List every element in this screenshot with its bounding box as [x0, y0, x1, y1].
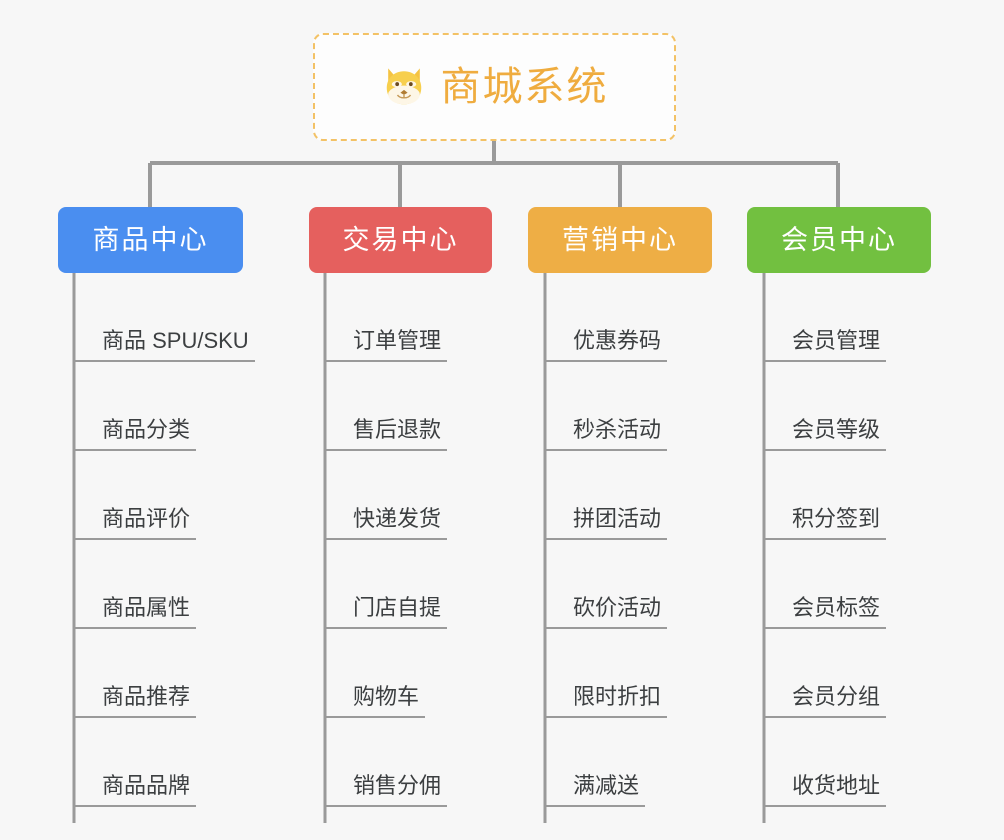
leaf-label: 会员标签 — [764, 597, 887, 629]
list-item[interactable]: 限时折扣 — [545, 629, 700, 718]
list-item[interactable]: 商品分类 — [74, 362, 279, 451]
category-box-product-center[interactable]: 商品中心 — [58, 207, 243, 273]
leaf-label: 优惠券码 — [545, 330, 668, 362]
leaf-column-member-center: 会员管理 会员等级 积分签到 会员标签 会员分组 收货地址 — [764, 273, 919, 807]
leaf-label: 砍价活动 — [545, 597, 668, 629]
leaf-label: 商品品牌 — [74, 775, 197, 807]
list-item[interactable]: 订单管理 — [325, 273, 480, 362]
category-label: 商品中心 — [92, 224, 209, 255]
leaf-label: 商品分类 — [74, 419, 197, 451]
leaf-label: 订单管理 — [325, 330, 448, 362]
leaf-label: 会员等级 — [764, 419, 887, 451]
leaf-label: 积分签到 — [764, 508, 887, 540]
leaf-label: 会员分组 — [764, 686, 887, 718]
leaf-label: 收货地址 — [764, 775, 887, 807]
leaf-label: 满减送 — [545, 775, 646, 807]
leaf-label: 快递发货 — [325, 508, 448, 540]
leaf-label: 秒杀活动 — [545, 419, 668, 451]
list-item[interactable]: 商品评价 — [74, 451, 279, 540]
leaf-label: 销售分佣 — [325, 775, 448, 807]
list-item[interactable]: 销售分佣 — [325, 718, 480, 807]
leaf-column-trade-center: 订单管理 售后退款 快递发货 门店自提 购物车 销售分佣 — [325, 273, 480, 807]
root-title: 商城系统 — [440, 65, 609, 109]
list-item[interactable]: 会员管理 — [764, 273, 919, 362]
leaf-label: 拼团活动 — [545, 508, 668, 540]
leaf-column-marketing-center: 优惠券码 秒杀活动 拼团活动 砍价活动 限时折扣 满减送 — [545, 273, 700, 807]
leaf-label: 商品 SPU/SKU — [74, 330, 255, 362]
category-box-trade-center[interactable]: 交易中心 — [309, 207, 492, 273]
list-item[interactable]: 会员等级 — [764, 362, 919, 451]
leaf-label: 商品评价 — [74, 508, 197, 540]
list-item[interactable]: 优惠券码 — [545, 273, 700, 362]
category-label: 交易中心 — [342, 224, 459, 255]
list-item[interactable]: 快递发货 — [325, 451, 480, 540]
shiba-dog-icon — [386, 68, 421, 105]
list-item[interactable]: 秒杀活动 — [545, 362, 700, 451]
leaf-label: 购物车 — [325, 686, 426, 718]
list-item[interactable]: 商品 SPU/SKU — [74, 273, 279, 362]
list-item[interactable]: 商品推荐 — [74, 629, 279, 718]
list-item[interactable]: 会员标签 — [764, 540, 919, 629]
list-item[interactable]: 售后退款 — [325, 362, 480, 451]
leaf-column-product-center: 商品 SPU/SKU 商品分类 商品评价 商品属性 商品推荐 商品品牌 — [74, 273, 279, 807]
category-label: 会员中心 — [781, 224, 897, 255]
category-box-marketing-center[interactable]: 营销中心 — [528, 207, 712, 273]
leaf-label: 售后退款 — [325, 419, 448, 451]
list-item[interactable]: 积分签到 — [764, 451, 919, 540]
leaf-label: 限时折扣 — [545, 686, 668, 718]
list-item[interactable]: 拼团活动 — [545, 451, 700, 540]
list-item[interactable]: 购物车 — [325, 629, 480, 718]
leaf-label: 商品推荐 — [74, 686, 197, 718]
list-item[interactable]: 收货地址 — [764, 718, 919, 807]
list-item[interactable]: 门店自提 — [325, 540, 480, 629]
root-node[interactable]: 商城系统 — [313, 33, 676, 141]
list-item[interactable]: 砍价活动 — [545, 540, 700, 629]
leaf-label: 门店自提 — [325, 597, 448, 629]
list-item[interactable]: 会员分组 — [764, 629, 919, 718]
leaf-label: 商品属性 — [74, 597, 197, 629]
list-item[interactable]: 满减送 — [545, 718, 700, 807]
list-item[interactable]: 商品属性 — [74, 540, 279, 629]
leaf-label: 会员管理 — [764, 330, 887, 362]
list-item[interactable]: 商品品牌 — [74, 718, 279, 807]
category-label: 营销中心 — [562, 224, 678, 255]
category-box-member-center[interactable]: 会员中心 — [747, 207, 931, 273]
